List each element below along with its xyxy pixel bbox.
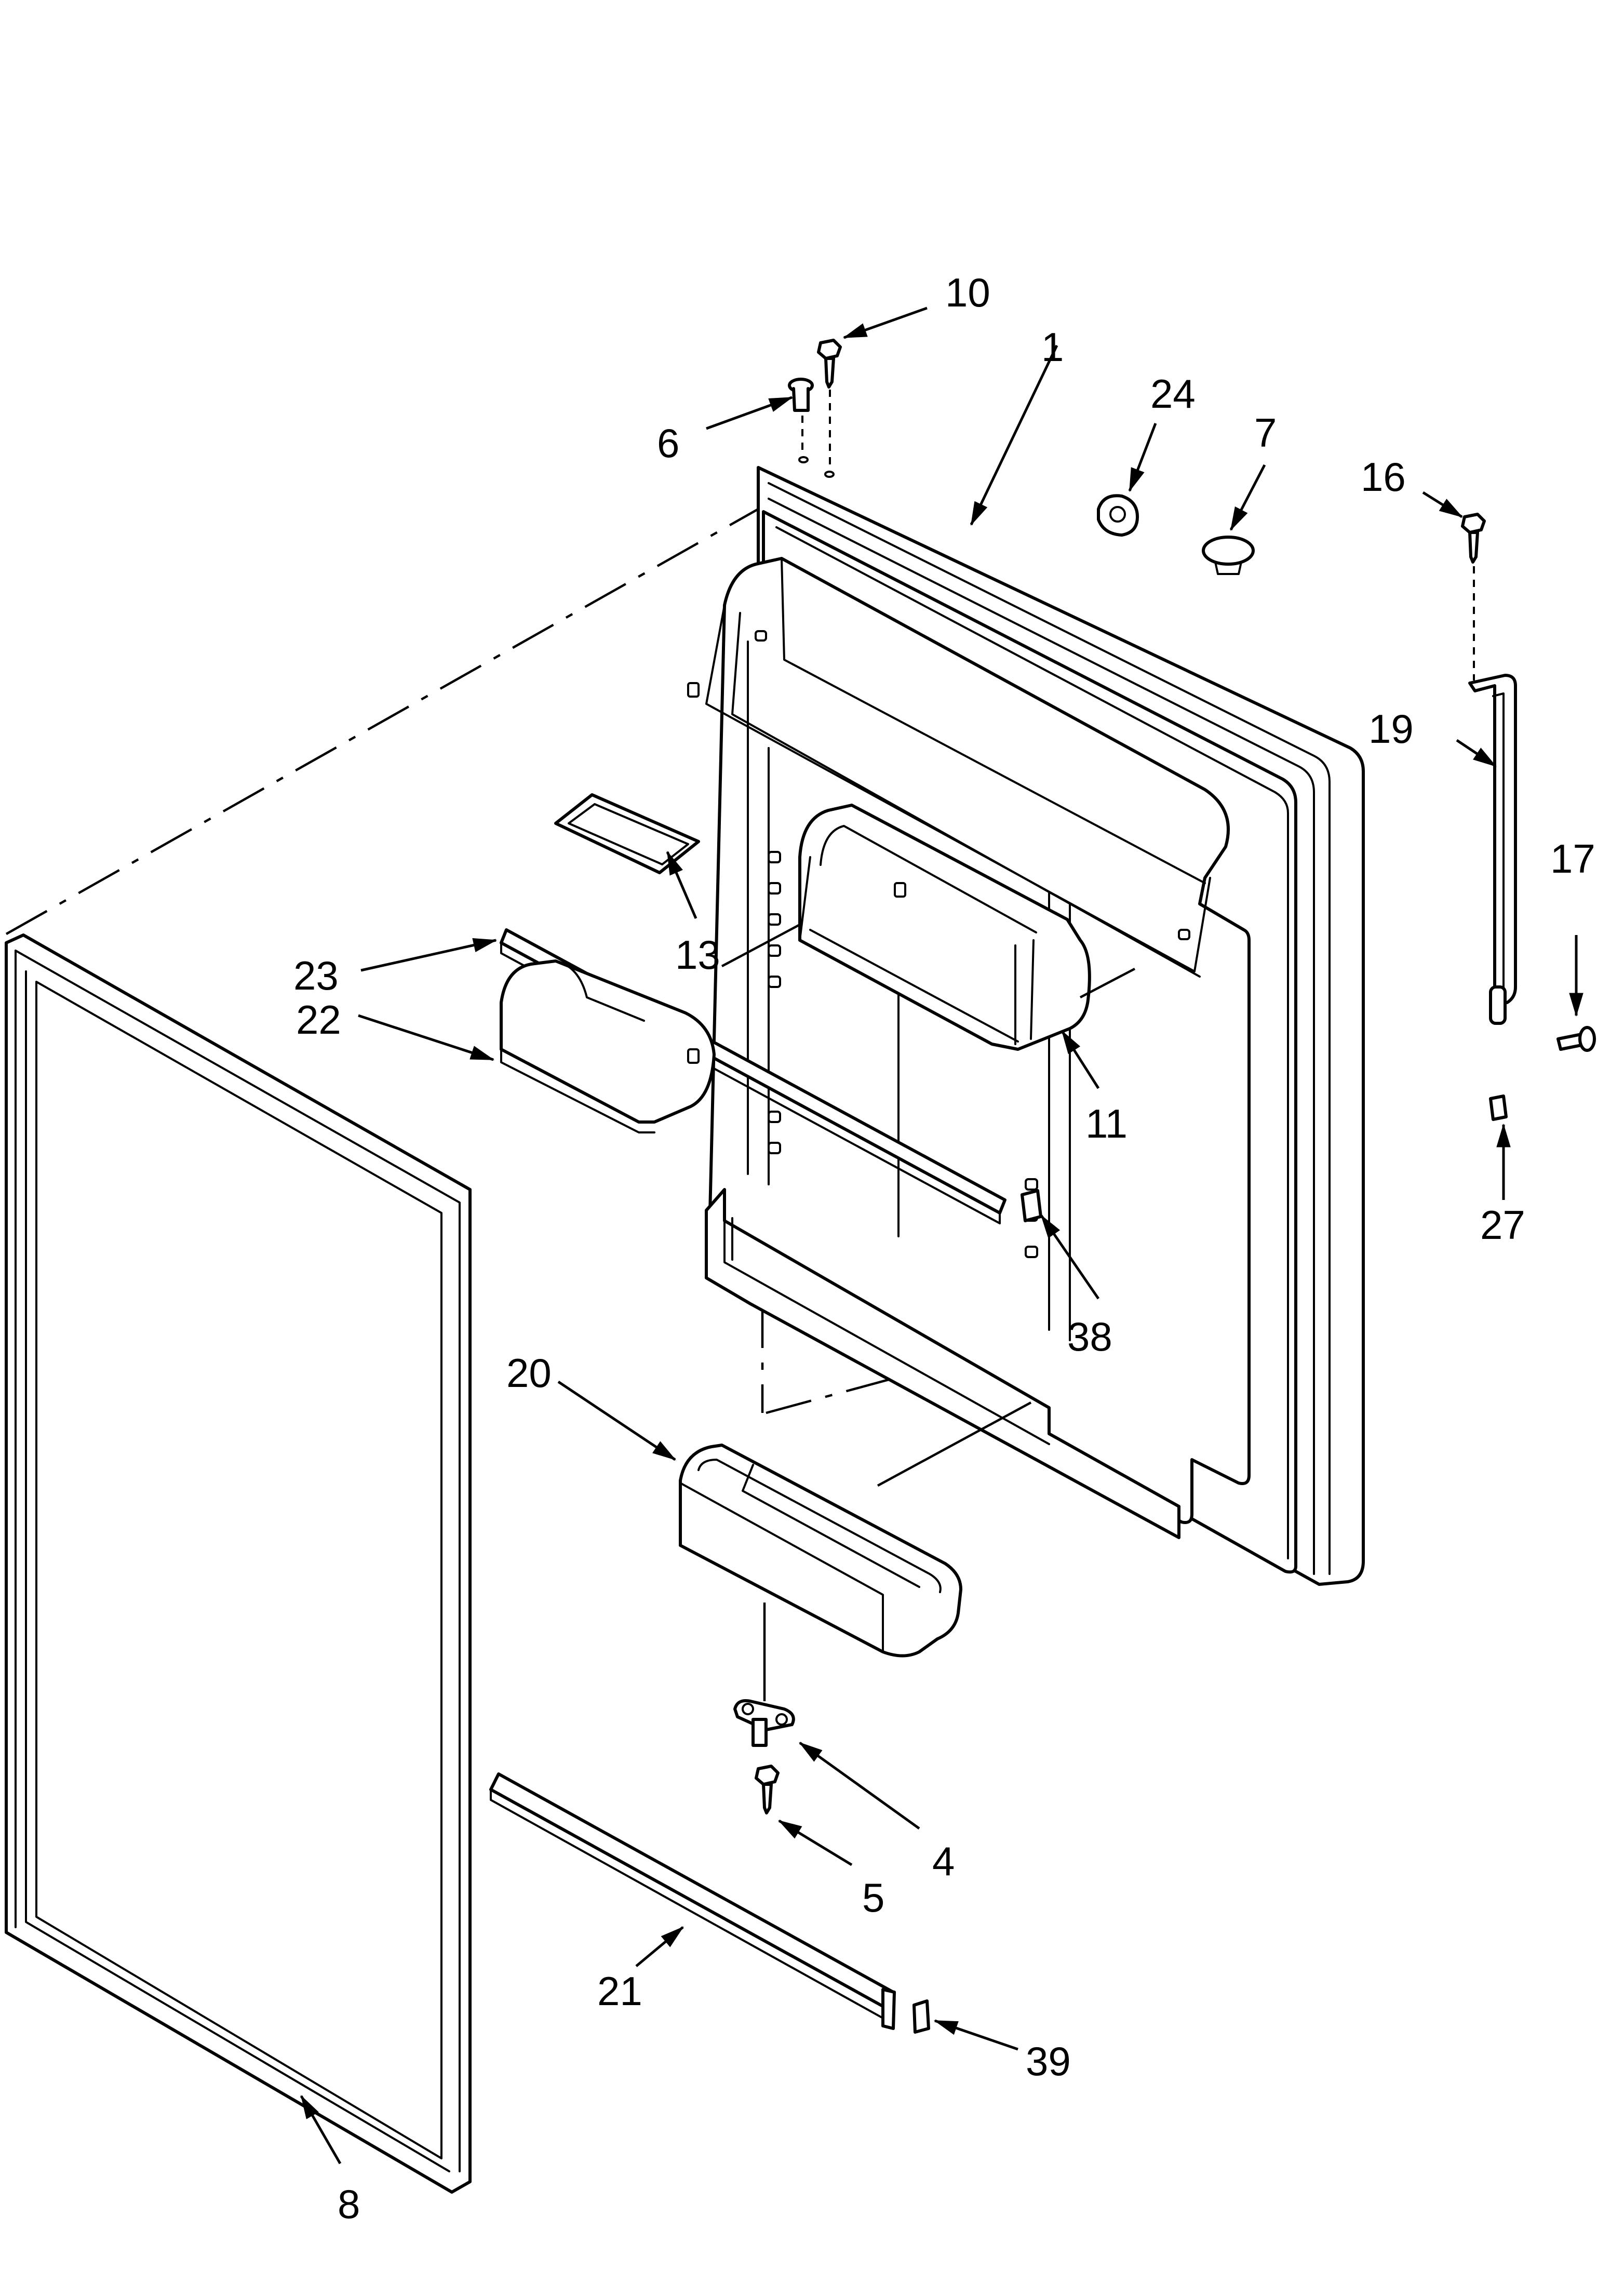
handle-assembly	[1461, 513, 1596, 1121]
plug-6	[788, 378, 814, 452]
callout-10: 10	[945, 270, 990, 315]
callout-27: 27	[1480, 1202, 1525, 1248]
callout-17: 17	[1550, 836, 1595, 882]
callout-labels: 10 1 24 7 6 16 19 17 13 23 22 11 27 38 2…	[293, 270, 1595, 2227]
callout-22: 22	[296, 997, 341, 1043]
bin-20	[679, 1401, 1032, 1658]
callout-21: 21	[597, 1968, 642, 2014]
gasket-8	[5, 933, 472, 2194]
callout-23: 23	[293, 953, 339, 998]
pad-13	[554, 793, 700, 874]
screw-10	[817, 339, 842, 465]
callout-16: 16	[1361, 454, 1406, 500]
door-bumps	[687, 630, 1190, 1258]
bin-11	[721, 804, 1136, 1051]
strip-21	[489, 1772, 896, 2030]
clip-39	[912, 1999, 930, 2034]
callout-6: 6	[657, 420, 679, 466]
cap-7	[1202, 536, 1255, 575]
callout-5: 5	[862, 1875, 884, 1920]
callout-19: 19	[1368, 706, 1414, 752]
callout-13: 13	[675, 932, 720, 978]
callout-4: 4	[932, 1838, 955, 1884]
callout-7: 7	[1254, 410, 1277, 456]
callout-24: 24	[1150, 371, 1196, 417]
callout-8: 8	[338, 2181, 360, 2227]
callout-38: 38	[1067, 1314, 1112, 1359]
clip-38	[1021, 1189, 1042, 1222]
bin-22	[500, 959, 716, 1133]
callout-leaders	[300, 306, 1583, 2165]
hinge-assembly	[733, 1603, 795, 1814]
clip-24	[1097, 494, 1139, 537]
callout-1: 1	[1041, 324, 1064, 370]
callout-39: 39	[1026, 2038, 1071, 2084]
callout-20: 20	[506, 1350, 552, 1396]
callout-11: 11	[1085, 1101, 1128, 1146]
